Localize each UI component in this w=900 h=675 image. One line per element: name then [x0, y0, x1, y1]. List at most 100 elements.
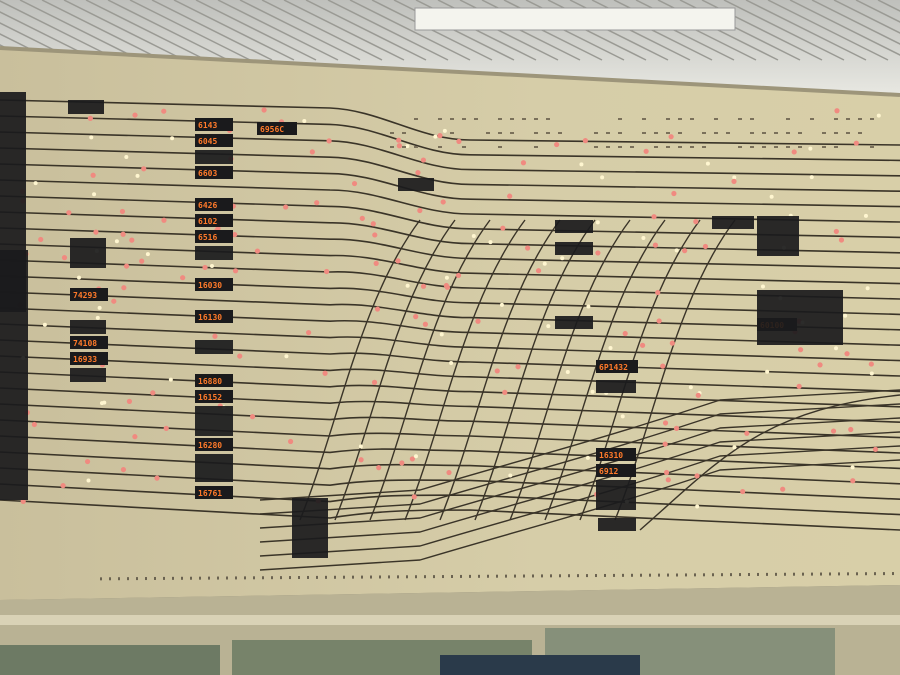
red-lamp: [163, 425, 169, 431]
white-lamp: [769, 194, 774, 199]
tick-mark: [793, 572, 795, 576]
red-lamp: [507, 193, 513, 199]
label-mark: [618, 132, 622, 134]
white-lamp: [595, 220, 600, 225]
train-number-display: [195, 438, 233, 451]
red-lamp: [515, 364, 521, 370]
track-line: [0, 435, 900, 470]
track-line-lower: [259, 403, 900, 515]
red-lamp: [60, 483, 66, 489]
red-lamp: [161, 108, 167, 114]
label-mark: [534, 118, 538, 120]
red-lamp: [444, 284, 450, 290]
ceiling-slat: [0, 0, 119, 61]
red-lamp: [322, 370, 328, 376]
label-mark: [618, 118, 622, 120]
tick-mark: [334, 575, 336, 579]
track-line-lower: [259, 459, 900, 571]
label-mark: [678, 118, 682, 120]
red-lamp: [121, 285, 127, 291]
track-crossover: [334, 219, 456, 521]
red-lamp: [374, 306, 381, 312]
white-lamp: [499, 302, 504, 307]
red-lamp: [520, 160, 527, 166]
white-lamp: [732, 175, 737, 180]
label-mark: [798, 146, 802, 148]
track-line-lower: [259, 431, 900, 543]
track-line: [0, 243, 900, 285]
white-lamp: [433, 134, 438, 139]
red-lamp: [798, 347, 804, 353]
label-mark: [534, 132, 538, 134]
blank-display-block: [555, 316, 593, 329]
ceiling-slat: [239, 0, 361, 61]
white-lamp: [449, 361, 454, 366]
red-lamp: [639, 342, 646, 348]
label-mark: [738, 146, 742, 148]
label-mark: [606, 146, 610, 148]
monitor: [440, 655, 640, 675]
track-line: [0, 371, 900, 408]
tick-mark: [352, 575, 354, 579]
track-line: [0, 499, 900, 531]
red-lamp: [780, 486, 786, 492]
tick-mark: [163, 576, 165, 580]
tick-mark: [496, 574, 498, 578]
white-lamp: [145, 252, 150, 257]
label-mark: [594, 146, 598, 148]
red-lamp: [446, 469, 452, 476]
white-lamp: [442, 128, 447, 133]
tick-mark: [613, 573, 615, 577]
ceiling-slat: [85, 0, 207, 61]
tick-mark: [154, 576, 156, 580]
tick-mark: [586, 574, 588, 578]
tick-mark: [658, 573, 660, 577]
white-lamp: [863, 213, 868, 218]
track-line: [0, 355, 900, 393]
tick-mark: [136, 577, 138, 581]
red-lamp: [370, 221, 376, 227]
white-lamp: [444, 275, 449, 280]
label-mark: [846, 132, 850, 134]
tick-mark: [703, 573, 705, 577]
tick-mark: [118, 577, 120, 581]
red-lamp: [371, 379, 378, 385]
white-lamp: [586, 304, 591, 309]
label-mark: [690, 118, 694, 120]
train-number-text: 6912: [599, 467, 618, 476]
red-lamp: [413, 314, 419, 320]
white-lamp: [765, 369, 770, 374]
ceiling-slat: [151, 0, 273, 61]
red-lamp: [417, 207, 423, 214]
red-lamp: [693, 219, 699, 225]
tick-mark: [244, 576, 246, 580]
tick-mark: [712, 573, 714, 577]
train-number-text: 16933: [73, 355, 97, 364]
label-mark: [402, 132, 406, 134]
red-lamp: [93, 229, 99, 235]
label-mark: [546, 132, 550, 134]
red-lamp: [232, 232, 238, 238]
label-mark: [726, 132, 730, 134]
label-mark: [750, 132, 754, 134]
train-number-display: [195, 118, 233, 131]
red-lamp: [655, 289, 661, 296]
white-lamp: [850, 465, 855, 470]
label-mark: [402, 146, 406, 148]
blank-display-block: [292, 498, 328, 558]
tick-mark: [730, 573, 732, 577]
label-mark: [822, 146, 826, 148]
label-mark: [606, 132, 610, 134]
white-lamp: [77, 275, 82, 280]
label-mark: [414, 118, 418, 120]
tick-mark: [775, 572, 777, 576]
red-lamp: [694, 473, 700, 479]
red-lamp: [844, 351, 850, 357]
red-lamp: [359, 215, 365, 221]
red-lamp: [232, 268, 239, 274]
red-lamp: [66, 210, 72, 216]
white-lamp: [124, 155, 129, 160]
track-crossover: [299, 219, 421, 521]
tick-mark: [568, 574, 570, 578]
ceiling-slat: [723, 0, 845, 61]
